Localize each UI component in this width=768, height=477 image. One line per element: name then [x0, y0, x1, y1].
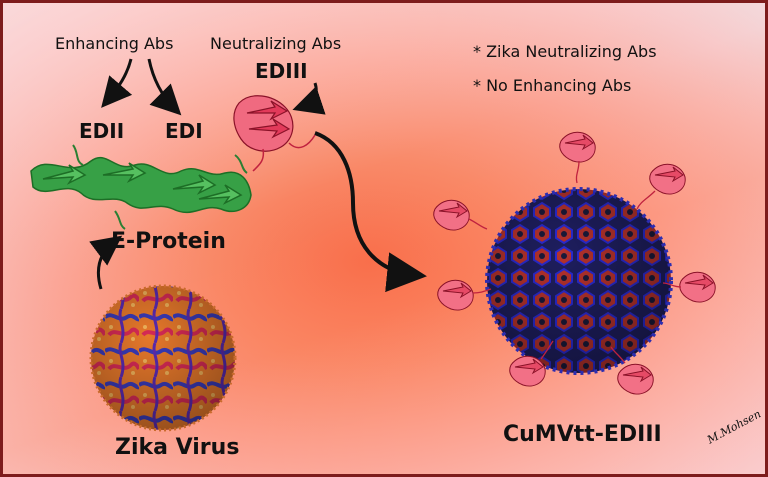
neutralizing-abs-label: Neutralizing Abs: [210, 34, 341, 53]
enhancing-abs-label: Enhancing Abs: [55, 34, 173, 53]
arrow-to-edii: [107, 59, 131, 101]
zika-virus-label: Zika Virus: [115, 435, 239, 460]
arrow-to-edi: [149, 59, 175, 109]
zika-virus-particle: [91, 286, 235, 430]
cumvtt-vlp-particle: [487, 189, 671, 373]
arrow-to-ediii-domain: [301, 83, 316, 107]
note-zika-neutralizing: * Zika Neutralizing Abs: [473, 42, 657, 61]
arrow-to-vlp: [315, 133, 415, 275]
note-no-enhancing: * No Enhancing Abs: [473, 76, 631, 95]
ediii-label: EDIII: [255, 59, 308, 83]
edii-label: EDII: [79, 119, 124, 143]
e-protein-label: E-Protein: [111, 229, 226, 254]
cumvtt-ediii-label: CuMVtt-EDIII: [503, 422, 662, 447]
edi-label: EDI: [165, 119, 203, 143]
e-protein-structure: [31, 145, 251, 229]
